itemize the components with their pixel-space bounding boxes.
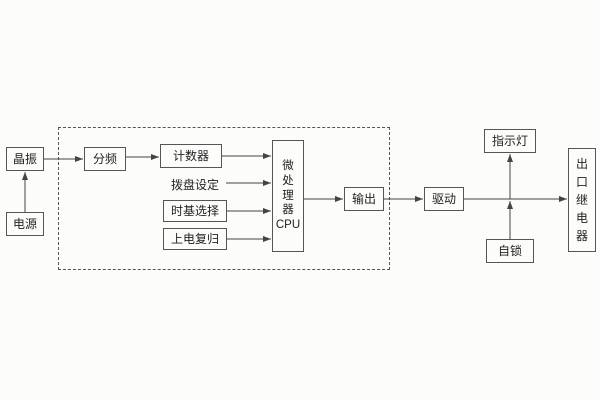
output-relay-block: 出 口 继 电 器 [568, 148, 596, 252]
indicator-lamp-block: 指示灯 [484, 129, 536, 153]
cpu-block: 微 处 理 器 CPU [272, 140, 304, 252]
frequency-divider-block: 分频 [84, 147, 126, 171]
dial-setting-label: 拨盘设定 [170, 178, 219, 192]
drive-block: 驱动 [424, 187, 464, 211]
self-lock-block: 自锁 [486, 239, 534, 263]
power-on-reset-block: 上电复归 [163, 228, 227, 250]
timebase-select-block: 时基选择 [163, 200, 227, 222]
power-supply-block: 电源 [6, 212, 44, 236]
crystal-oscillator-block: 晶振 [6, 147, 44, 171]
output-block: 输出 [344, 187, 384, 211]
counter-block: 计数器 [160, 144, 222, 168]
